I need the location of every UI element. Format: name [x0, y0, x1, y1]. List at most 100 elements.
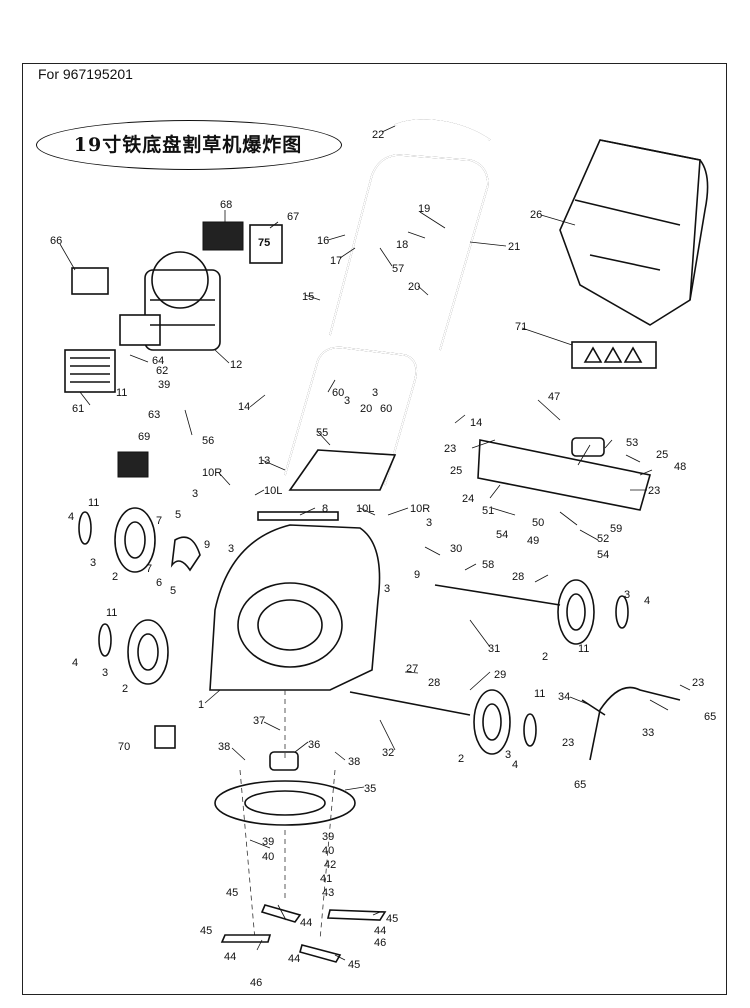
diagram-frame: [22, 63, 727, 995]
decal-68-text: 75: [258, 237, 270, 249]
callout-40b: 39: [262, 836, 274, 848]
callout-40a: 39: [158, 379, 170, 391]
callout-61a: 60: [332, 387, 344, 399]
callout-37: 36: [308, 739, 320, 751]
callout-53: 52: [597, 533, 609, 545]
part-2-wheel-front-left: [114, 507, 156, 573]
callout-9b: 9: [414, 569, 420, 581]
callout-39a: 38: [218, 741, 230, 753]
callout-3a: 3: [372, 387, 378, 399]
part-36-blade: [214, 780, 356, 826]
callout-42: 41: [320, 873, 332, 885]
part-46-blade-piece: [260, 904, 302, 923]
callout-66a: 65: [704, 711, 716, 723]
callout-54: 53: [626, 437, 638, 449]
callout-45b: 44: [374, 925, 386, 937]
callout-66b: 65: [574, 779, 586, 791]
callout-51: 50: [532, 517, 544, 529]
part-34-handle: [589, 686, 681, 761]
callout-26b: 25: [450, 465, 462, 477]
callout-11b: 10L: [356, 503, 374, 515]
callout-23: 22: [372, 129, 384, 141]
callout-24a: 23: [444, 443, 456, 455]
callout-14: 13: [258, 455, 270, 467]
callout-67: 66: [50, 235, 62, 247]
callout-64: 63: [148, 409, 160, 421]
callout-21a: 20: [408, 281, 420, 293]
callout-2c: 2: [122, 683, 128, 695]
part-8-strip: [257, 511, 339, 521]
callout-43: 42: [324, 859, 336, 871]
callout-2a: 2: [112, 571, 118, 583]
callout-47a: 46: [374, 937, 386, 949]
part-4-hubcap: [615, 595, 629, 629]
part-2-wheel-rear-left: [127, 619, 169, 685]
callout-3d: 3: [426, 517, 432, 529]
callout-68: 67: [287, 211, 299, 223]
callout-29b: 28: [428, 677, 440, 689]
callout-31: 30: [450, 543, 462, 555]
callout-9a: 9: [204, 539, 210, 551]
callout-24c: 23: [692, 677, 704, 689]
callout-61b: 60: [380, 403, 392, 415]
callout-30: 29: [494, 669, 506, 681]
callout-38: 37: [253, 715, 265, 727]
callout-40c: 39: [322, 831, 334, 843]
callout-5b: 5: [170, 585, 176, 597]
callout-47b: 46: [250, 977, 262, 989]
callout-4a: 4: [68, 511, 74, 523]
callout-3i: 3: [102, 667, 108, 679]
part-2-wheel-rear-right: [557, 579, 595, 645]
leader-lines: [59, 125, 691, 961]
callout-46a: 45: [226, 887, 238, 899]
callout-52: 51: [482, 505, 494, 517]
callout-8: 8: [322, 503, 328, 515]
part-2-wheel-front-right: [473, 689, 511, 755]
callout-65: 64: [152, 355, 164, 367]
part-13-engine: [144, 269, 221, 351]
callout-41a: 40: [262, 851, 274, 863]
part-4-hubcap: [523, 713, 537, 747]
callout-22: 21: [508, 241, 520, 253]
callout-33: 32: [382, 747, 394, 759]
callout-24d: 23: [562, 737, 574, 749]
callout-3h: 3: [624, 589, 630, 601]
callout-48: 47: [548, 391, 560, 403]
callout-7b: 7: [146, 563, 152, 575]
part-56-chute: [288, 449, 397, 491]
callout-70: 69: [138, 431, 150, 443]
diagram-title: 19寸铁底盘割草机爆炸图: [73, 134, 303, 156]
callout-35: 34: [558, 691, 570, 703]
callout-29a: 28: [512, 571, 524, 583]
callout-19: 18: [396, 239, 408, 251]
callout-46b: 45: [386, 913, 398, 925]
callout-3e: 3: [228, 543, 234, 555]
part-5-bracket: [170, 536, 201, 572]
callout-10R: 10R: [202, 467, 222, 479]
callout-39b: 38: [348, 756, 360, 768]
part-68-decal: [249, 224, 283, 264]
callout-45c: 44: [224, 951, 236, 963]
callout-60: 59: [610, 523, 622, 535]
part-4-hubcap: [78, 511, 92, 545]
callout-2d: 2: [458, 753, 464, 765]
part-35-cable: [581, 699, 606, 716]
callout-57: 56: [202, 435, 214, 447]
part-46-blade-piece: [299, 944, 342, 963]
callout-6: 6: [156, 577, 162, 589]
callout-15b: 14: [470, 417, 482, 429]
callout-3b: 3: [344, 395, 350, 407]
callout-1: 1: [198, 699, 204, 711]
callout-3f: 3: [90, 557, 96, 569]
part-54-latch: [571, 437, 605, 457]
callout-25: 24: [462, 493, 474, 505]
callout-58: 57: [392, 263, 404, 275]
part-71-bracket: [154, 725, 176, 749]
callout-16: 15: [302, 291, 314, 303]
callout-18: 17: [330, 255, 342, 267]
callout-3j: 3: [505, 749, 511, 761]
callout-62: 61: [72, 403, 84, 415]
part-46-blade-piece: [220, 934, 272, 943]
callout-11a: 10L: [264, 485, 282, 497]
